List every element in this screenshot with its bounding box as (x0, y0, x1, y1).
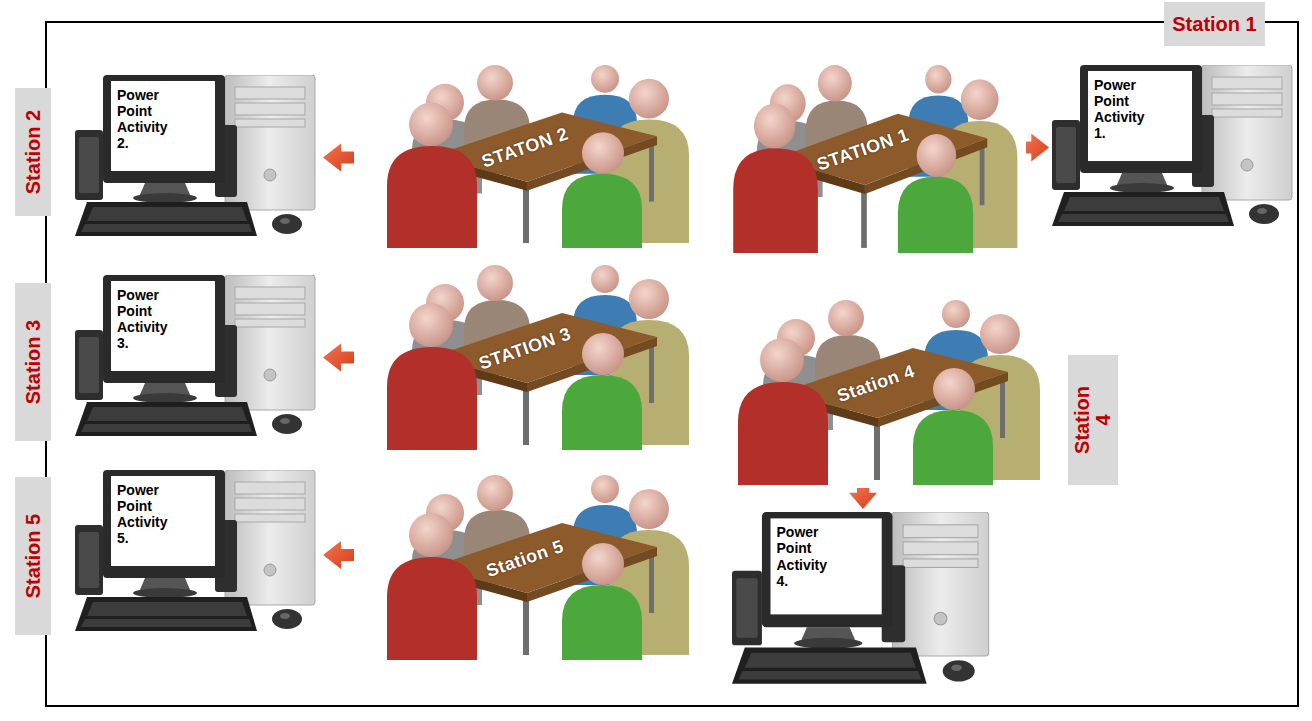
station-label: Station 4 (1072, 380, 1114, 460)
station-label: Station 5 (22, 514, 45, 598)
screen-text: Power Point Activity 1. (1094, 77, 1158, 141)
computer-illustration (75, 275, 320, 440)
people-table-illustration-figure (387, 475, 689, 660)
station-tag: Station 5 (15, 477, 51, 635)
people-table-illustration-figure (387, 65, 689, 248)
people-table-illustration-figure (738, 300, 1040, 485)
computer-illustration (75, 470, 320, 635)
table-group: STATON 2 (357, 65, 695, 248)
frame-border (46, 22, 1298, 706)
computer-station: Power Point Activity 5. (75, 470, 320, 635)
station-label: Station 3 (22, 320, 45, 404)
table-group: STATION 1 (705, 65, 1023, 253)
computer-illustration-figure (732, 512, 989, 684)
monitor-screen: Power Point Activity 5. (111, 476, 215, 566)
computer-illustration (1052, 65, 1297, 230)
station-label: Station 2 (22, 110, 45, 194)
block-arrow (323, 541, 354, 569)
people-table-illustration-figure (733, 65, 1017, 253)
computer-illustration-figure (1052, 65, 1292, 226)
table-group: STATION 3 (357, 265, 695, 450)
screen-text: Power Point Activity 3. (117, 287, 181, 351)
people-table-illustration-figure (387, 265, 689, 450)
screen-text: Power Point Activity 5. (117, 482, 181, 546)
screen-text: Power Point Activity 2. (117, 87, 181, 151)
table-group: Station 5 (357, 475, 695, 660)
station-tag: Station 3 (15, 283, 51, 441)
monitor-screen: Power Point Activity 1. (1088, 71, 1192, 161)
station-tag: Station 4 (1068, 355, 1118, 485)
station-tag: Station 1 (1164, 2, 1265, 46)
screen-text: Power Point Activity 4. (777, 524, 841, 588)
computer-station: Power Point Activity 2. (75, 75, 320, 240)
monitor-screen: Power Point Activity 3. (111, 281, 215, 371)
computer-station: Power Point Activity 4. (732, 512, 994, 688)
station-label: Station 1 (1172, 13, 1256, 36)
station-tag: Station 2 (15, 88, 51, 216)
computer-illustration-figure (75, 75, 315, 236)
computer-station: Power Point Activity 1. (1052, 65, 1297, 230)
block-arrow (323, 344, 354, 372)
table-group: Station 4 (708, 300, 1046, 485)
monitor-screen: Power Point Activity 4. (771, 518, 882, 614)
monitor-screen: Power Point Activity 2. (111, 81, 215, 171)
computer-illustration-figure (75, 470, 315, 631)
computer-illustration (732, 512, 994, 688)
block-arrow (323, 144, 354, 172)
block-arrow (849, 488, 877, 509)
computer-station: Power Point Activity 3. (75, 275, 320, 440)
block-arrow (1026, 134, 1049, 162)
computer-illustration-figure (75, 275, 315, 436)
computer-illustration (75, 75, 320, 240)
